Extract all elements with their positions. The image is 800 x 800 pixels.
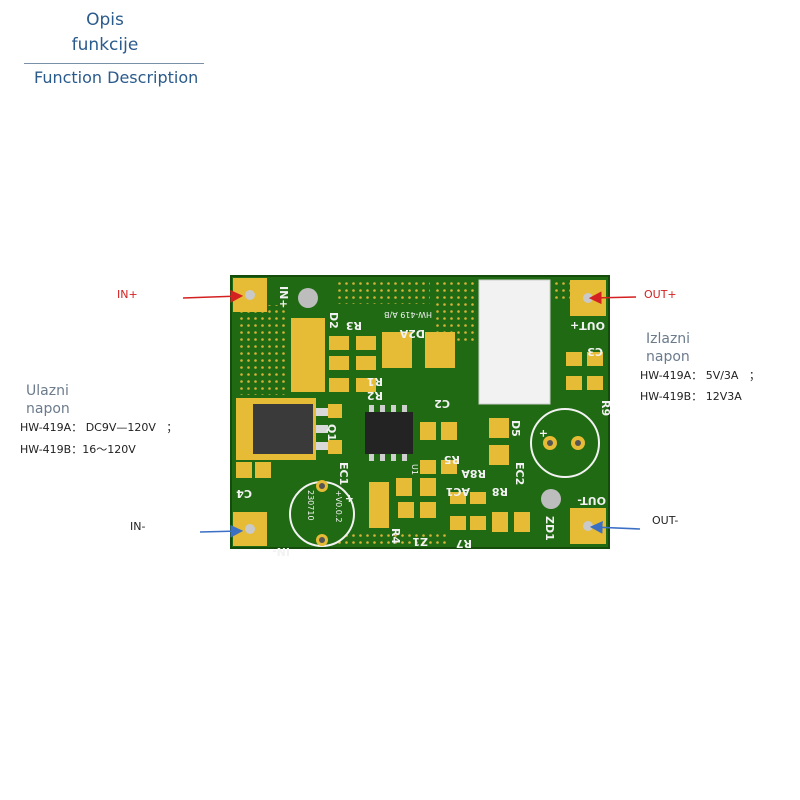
output-spec-b: HW-419B： 12V3A bbox=[640, 390, 742, 403]
silk-r4: R4 bbox=[389, 528, 402, 544]
title-local: Opis funkcije bbox=[71, 10, 139, 55]
pad-in-plus bbox=[233, 278, 267, 312]
silk-d2a: D2A bbox=[399, 327, 425, 340]
silk-zd1: ZD1 bbox=[543, 516, 556, 541]
silk-in-plus: IN+ bbox=[277, 286, 290, 309]
arrow-in-plus bbox=[182, 289, 244, 303]
arrow-in-minus bbox=[199, 524, 244, 538]
silk-r2: R2 bbox=[367, 389, 383, 402]
label-out-plus: OUT+ bbox=[644, 288, 677, 301]
pad-d2 bbox=[291, 318, 325, 392]
silk-z1: Z1 bbox=[412, 535, 428, 548]
silk-date-code: 230710 bbox=[306, 490, 315, 521]
input-spec-a: HW-419A： DC9V—120V ； bbox=[20, 421, 178, 434]
output-voltage-heading: Izlazni napon bbox=[646, 331, 691, 365]
u1-chip bbox=[365, 412, 413, 454]
silk-version: +V0.0.2 bbox=[334, 490, 343, 523]
pad-in-minus bbox=[233, 512, 267, 546]
ec2-capacitor bbox=[530, 408, 600, 478]
input-voltage-heading: Ulazni napon bbox=[26, 383, 70, 417]
input-spec-b: HW-419B：16～120V bbox=[20, 443, 136, 456]
silk-r3: R3 bbox=[346, 319, 362, 332]
silk-c3: C3 bbox=[587, 345, 603, 358]
silk-c2: C2 bbox=[434, 397, 450, 410]
q1-body bbox=[253, 404, 313, 454]
title-english: Function Description bbox=[34, 68, 199, 87]
silk-ec2: EC2 bbox=[513, 462, 526, 485]
silk-r7: R7 bbox=[456, 537, 472, 550]
silk-part-label: HW-419 A/B bbox=[384, 310, 432, 319]
pad-d2a bbox=[382, 332, 412, 368]
silk-r5: R5 bbox=[444, 453, 460, 466]
silk-in-minus: IN- bbox=[272, 545, 290, 558]
white-module bbox=[478, 279, 551, 405]
via-field bbox=[238, 305, 288, 395]
header-divider bbox=[24, 63, 204, 64]
silk-d5: D5 bbox=[509, 420, 522, 437]
output-spec-a: HW-419A： 5V/3A ； bbox=[640, 369, 760, 382]
pad-d2a bbox=[425, 332, 455, 368]
label-in-minus: IN- bbox=[130, 520, 146, 533]
silk-ac1: AC1 bbox=[446, 485, 470, 498]
silk-d2: D2 bbox=[327, 312, 340, 329]
silk-q1: Q1 bbox=[325, 424, 338, 441]
arrow-out-plus bbox=[588, 291, 637, 305]
mounting-hole bbox=[298, 288, 318, 308]
silk-r8: R8 bbox=[492, 485, 508, 498]
silk-plus-ec2: + bbox=[539, 427, 548, 440]
silk-u1: U1 bbox=[410, 464, 419, 475]
silk-out-minus: OUT- bbox=[577, 494, 606, 507]
silk-c4: C4 bbox=[236, 487, 252, 500]
silk-ec1: EC1 bbox=[337, 462, 350, 485]
silk-plus-ec1: + bbox=[343, 494, 356, 503]
label-out-minus: OUT- bbox=[652, 514, 679, 527]
label-in-plus: IN+ bbox=[117, 288, 138, 301]
silk-out-plus: OUT+ bbox=[570, 319, 605, 332]
via-field bbox=[330, 530, 450, 544]
mounting-hole bbox=[541, 489, 561, 509]
silk-r9: R9 bbox=[599, 400, 612, 416]
smd-pads bbox=[236, 336, 603, 532]
silk-r8a: R8A bbox=[461, 467, 486, 480]
arrow-out-minus bbox=[589, 521, 641, 534]
silk-r1: R1 bbox=[367, 375, 383, 388]
pad-out-minus bbox=[570, 508, 606, 544]
via-field bbox=[335, 282, 430, 304]
